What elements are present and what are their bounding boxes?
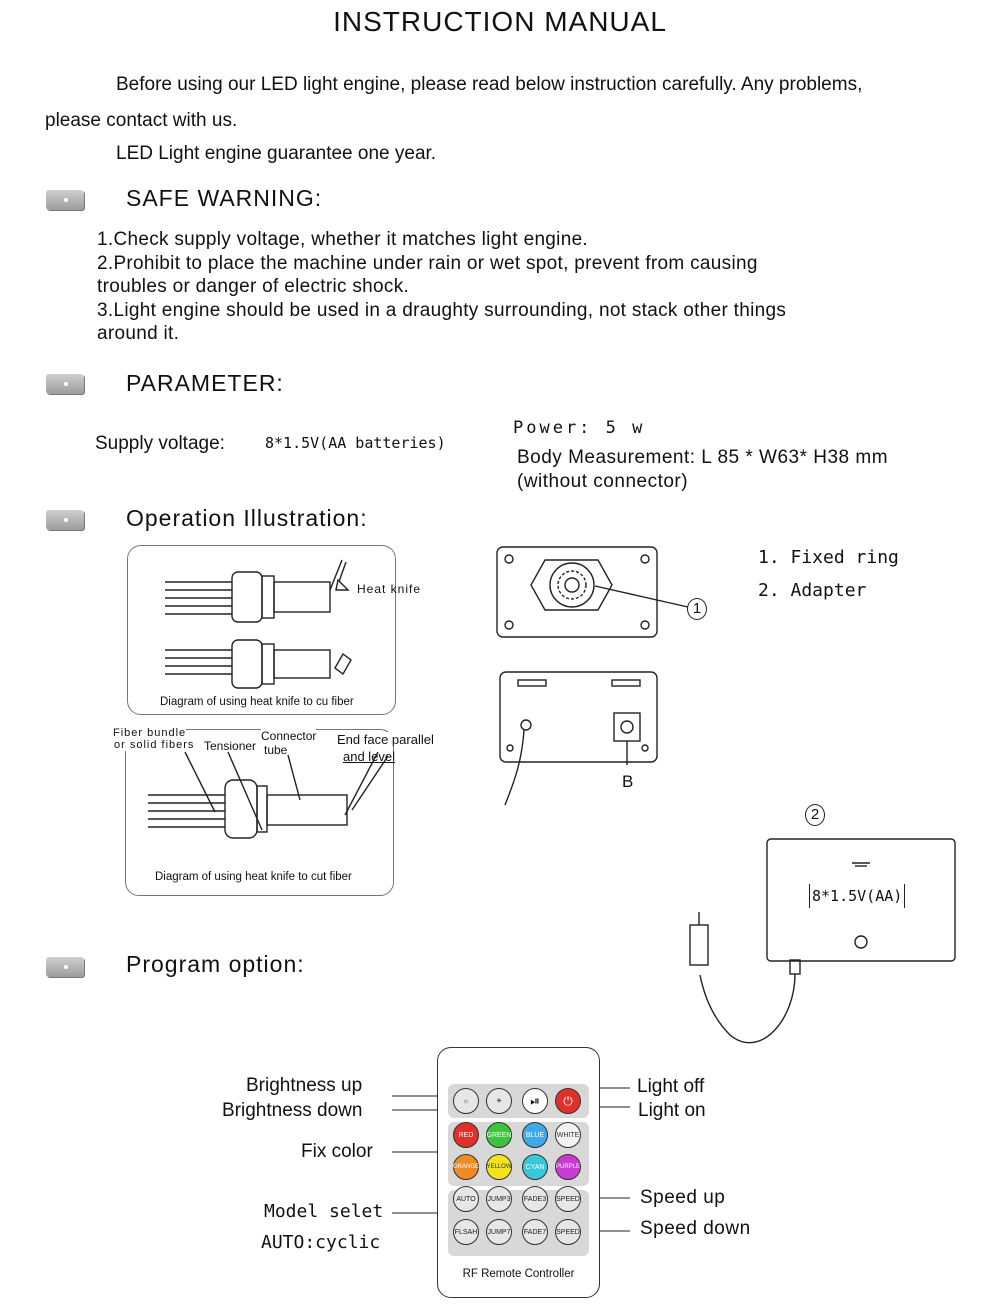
brightness-down-label: Brightness down — [222, 1100, 363, 1121]
fix-color-label: Fix color — [301, 1141, 373, 1162]
solid-fibers-label: or solid fibers — [114, 739, 195, 751]
warning-item: 2.Prohibit to place the machine under ra… — [97, 252, 758, 274]
end-face-label: End face parallel — [337, 732, 434, 747]
diagram-caption-1: Diagram of using heat knife to cu fiber — [160, 696, 354, 708]
fiber-connector-drawing-2 — [165, 639, 352, 689]
connector-label: Connector — [261, 729, 317, 743]
battery-box-drawing — [689, 838, 956, 1044]
marker-1: 1 — [687, 598, 707, 620]
brightness-down-icon[interactable]: ☀ — [486, 1088, 512, 1114]
heat-knife-diagram-2 — [125, 729, 394, 896]
section-bullet-icon — [46, 510, 84, 530]
battery-label: 8*1.5V(AA) — [809, 884, 906, 908]
auto-cyclic-label: AUTO:cyclic — [261, 1232, 381, 1253]
marker-b: B — [622, 772, 634, 791]
speed-down-button[interactable]: SPEED — [555, 1219, 581, 1245]
tube-label: tube — [264, 743, 288, 757]
diagram-caption-2: Diagram of using heat knife to cut fiber — [155, 871, 352, 883]
warning-item: 3.Light engine should be used in a draug… — [97, 299, 787, 321]
section-bullet-icon — [46, 190, 84, 210]
mode-button-jump7[interactable]: JUMP7 — [486, 1219, 512, 1245]
and-level-label: and level — [343, 749, 396, 764]
light-engine-back-view — [499, 671, 658, 806]
body-measurement: Body Measurement: L 85 * W63* H38 mm — [517, 447, 889, 468]
color-button-white[interactable]: WHITE — [555, 1122, 581, 1148]
brightness-up-icon[interactable]: ☼ — [453, 1088, 479, 1114]
mode-button-auto[interactable]: AUTO — [453, 1186, 479, 1212]
page-title: INSTRUCTION MANUAL — [333, 6, 667, 37]
color-button-yellow[interactable]: YELLOW — [486, 1154, 512, 1180]
mode-button-fade7[interactable]: FADE7 — [522, 1219, 548, 1245]
fiber-bundle-label: Fiber bundle — [113, 727, 187, 739]
operation-heading: Operation Illustration: — [126, 505, 368, 531]
legend-adapter: 2. Adapter — [758, 580, 867, 601]
intro-line-3: LED Light engine guarantee one year. — [116, 143, 437, 164]
without-connector: (without connector) — [517, 471, 689, 492]
speed-up-button[interactable]: SPEED — [555, 1186, 581, 1212]
warning-item: 1.Check supply voltage, whether it match… — [97, 229, 589, 250]
power-icon[interactable]: ⏻ — [555, 1088, 581, 1114]
rf-remote: ☼ ☀ ⏯ ⏻ RED GREEN BLUE WHITE ORANGE YELL… — [437, 1047, 600, 1298]
fiber-connector-drawing-1 — [165, 559, 350, 623]
mode-button-fade3[interactable]: FADE3 — [522, 1186, 548, 1212]
light-engine-top-view — [496, 546, 689, 638]
color-button-green[interactable]: GREEN — [486, 1122, 512, 1148]
mode-button-jump3[interactable]: JUMP3 — [486, 1186, 512, 1212]
supply-voltage-value: 8*1.5V(AA batteries) — [265, 434, 446, 452]
light-off-label: Light off — [637, 1076, 705, 1097]
safe-warning-list: 1.Check supply voltage, whether it match… — [97, 228, 786, 346]
warning-item: around it. — [97, 323, 180, 344]
parameter-heading: PARAMETER: — [126, 370, 284, 396]
supply-voltage-label: Supply voltage: — [95, 433, 225, 454]
light-off-icon[interactable]: ⏯ — [522, 1088, 548, 1114]
section-bullet-icon — [46, 957, 84, 977]
power-value: Power: 5 w — [513, 418, 646, 438]
heat-knife-diagram-1 — [127, 545, 396, 715]
fiber-connector-drawing-3 — [148, 751, 389, 839]
model-select-label: Model selet — [264, 1201, 384, 1222]
legend-fixed-ring: 1. Fixed ring — [758, 547, 899, 568]
speed-up-label: Speed up — [640, 1187, 726, 1208]
mode-button-flash[interactable]: FLSAH — [453, 1219, 479, 1245]
intro-line-1: Before using our LED light engine, pleas… — [116, 74, 863, 95]
brightness-up-label: Brightness up — [246, 1075, 363, 1096]
warning-item: troubles or danger of electric shock. — [97, 276, 410, 297]
marker-2: 2 — [805, 804, 825, 826]
color-button-blue[interactable]: BLUE — [522, 1122, 548, 1148]
color-button-purple[interactable]: PURPLE — [555, 1154, 581, 1180]
light-on-label: Light on — [638, 1100, 706, 1121]
color-button-orange[interactable]: ORANGE — [453, 1154, 479, 1180]
tensioner-label: Tensioner — [204, 739, 257, 753]
remote-caption: RF Remote Controller — [462, 1268, 575, 1280]
program-heading: Program option: — [126, 951, 305, 977]
heat-knife-label: Heat knife — [357, 582, 422, 596]
intro-line-2: please contact with us. — [45, 110, 238, 131]
section-bullet-icon — [46, 374, 84, 394]
color-button-red[interactable]: RED — [453, 1122, 479, 1148]
color-button-cyan[interactable]: CYAN — [522, 1154, 548, 1180]
safe-warning-heading: SAFE WARNING: — [126, 185, 323, 211]
speed-down-label: Speed down — [640, 1218, 751, 1239]
